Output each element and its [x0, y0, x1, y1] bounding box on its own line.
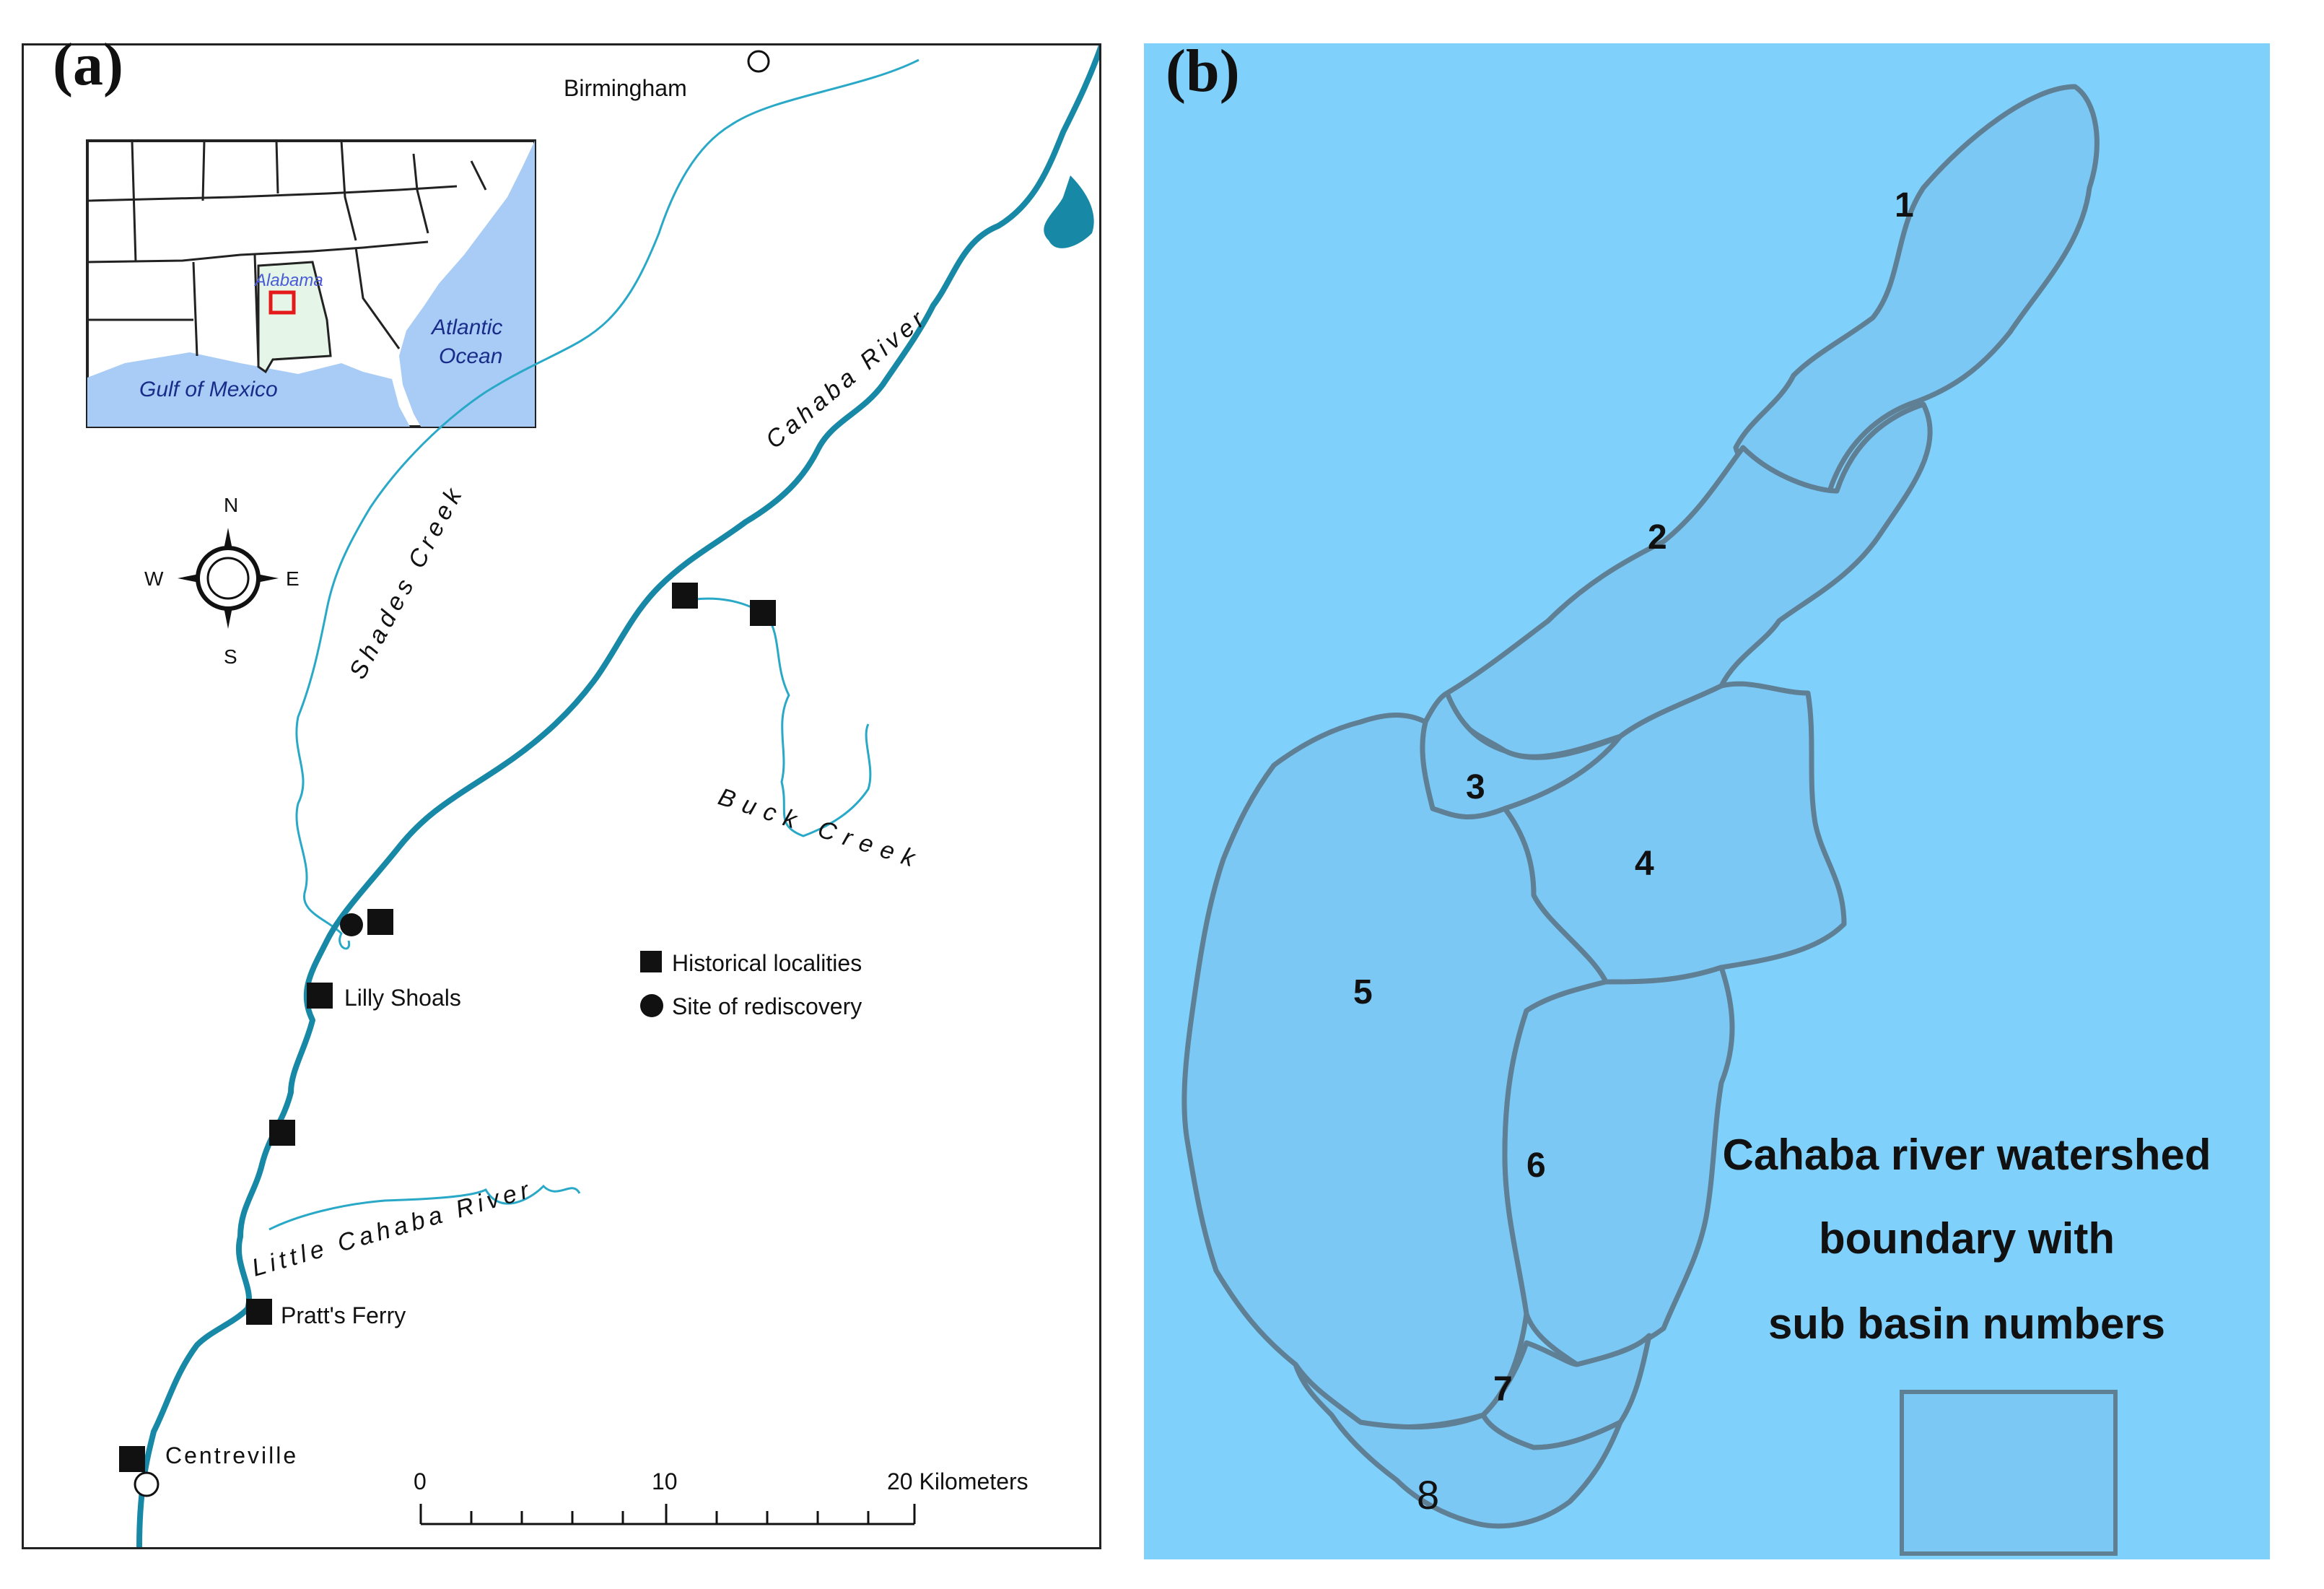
- historical-localities: [119, 583, 776, 1472]
- inset-gulf-label: Gulf of Mexico: [139, 378, 278, 401]
- compass-s: S: [224, 645, 237, 668]
- shades-creek-line: [295, 58, 919, 950]
- legend-line-2: boundary with: [1819, 1214, 2115, 1263]
- little-cahaba-label: Little Cahaba River: [249, 1175, 536, 1282]
- lilly-shoals-label: Lilly Shoals: [344, 985, 461, 1011]
- subbasin-label-8: 8: [1417, 1472, 1439, 1518]
- compass-rose-icon: N S E W: [144, 494, 300, 668]
- legend-historical-label: Historical localities: [672, 950, 862, 976]
- subbasin-6-area: [1502, 965, 1735, 1367]
- subbasin-8-area: [1293, 1362, 1623, 1529]
- cahaba-river-label: Cahaba River: [761, 303, 933, 454]
- legend-line-3: sub basin numbers: [1768, 1300, 2165, 1348]
- panel-a-letter: (a): [53, 31, 123, 98]
- pratts-ferry-label: Pratt's Ferry: [281, 1302, 406, 1328]
- panel-a-svg: Alabama Gulf of Mexico Atlantic Ocean N …: [86, 30, 1109, 1548]
- shades-creek-label: Shades Creek: [344, 480, 470, 684]
- compass-w: W: [144, 567, 164, 590]
- legend-circle-icon: [640, 994, 663, 1017]
- legend-basin-swatch: [1900, 1390, 2118, 1556]
- historical-locality-marker: [246, 1299, 272, 1325]
- historical-locality-marker: [307, 983, 333, 1009]
- subbasin-label-2: 2: [1648, 518, 1667, 557]
- subbasin-label-1: 1: [1895, 186, 1914, 225]
- legend-square-icon: [640, 951, 662, 972]
- gulf-water: [87, 352, 410, 427]
- state-lines: [87, 140, 487, 364]
- panel-b-letter: (b): [1166, 38, 1240, 105]
- compass-n: N: [224, 494, 238, 516]
- map-legend: Historical localities Site of rediscover…: [640, 950, 862, 1019]
- rediscovery-site-marker: [340, 913, 363, 936]
- upper-lake: [1044, 175, 1094, 248]
- panel-b-svg: 1 2 3 4 5 6 7 8 Cahaba river watershed b…: [1181, 84, 2211, 1556]
- inset-map: Alabama Gulf of Mexico Atlantic Ocean: [86, 139, 536, 428]
- birmingham-label: Birmingham: [564, 75, 687, 101]
- study-area-box: [268, 290, 296, 315]
- subbasin-label-3: 3: [1466, 768, 1485, 806]
- little-cahaba-line: [268, 1184, 581, 1231]
- birmingham-marker: [747, 50, 770, 73]
- compass-e: E: [286, 567, 300, 590]
- historical-locality-marker: [119, 1446, 145, 1472]
- panel-a-map: (a): [22, 30, 1109, 1549]
- scale-label-20: 20 Kilometers: [887, 1468, 1028, 1494]
- scale-label-0: 0: [414, 1468, 427, 1494]
- scale-bar: [419, 1504, 916, 1525]
- historical-locality-marker: [269, 1120, 295, 1146]
- subbasin-label-4: 4: [1635, 845, 1654, 883]
- cahaba-river-line: [136, 30, 1109, 1548]
- legend-rediscovery-label: Site of rediscovery: [672, 993, 862, 1019]
- subbasin-label-5: 5: [1353, 973, 1373, 1011]
- buck-creek-label: Buck Creek: [715, 783, 927, 875]
- alabama-shape: [257, 261, 332, 374]
- historical-locality-marker: [750, 600, 776, 626]
- historical-locality-marker: [367, 909, 393, 935]
- scale-label-10: 10: [652, 1468, 678, 1494]
- historical-locality-marker: [672, 583, 698, 609]
- subbasin-label-7: 7: [1493, 1370, 1513, 1409]
- subbasin-1-area: [1733, 84, 2100, 494]
- legend-line-1: Cahaba river watershed: [1723, 1131, 2211, 1179]
- inset-alabama-label: Alabama: [253, 271, 323, 290]
- centreville-marker: [134, 1471, 160, 1497]
- atlantic-water: [399, 141, 535, 427]
- centreville-label: Centreville: [165, 1442, 298, 1468]
- subbasin-label-6: 6: [1526, 1146, 1546, 1185]
- inset-ocean-line2: Ocean: [439, 344, 502, 368]
- panel-b-watershed: (b) 1 2 3 4 5 6 7: [1144, 38, 2270, 1559]
- inset-ocean-line1: Atlantic: [430, 315, 502, 339]
